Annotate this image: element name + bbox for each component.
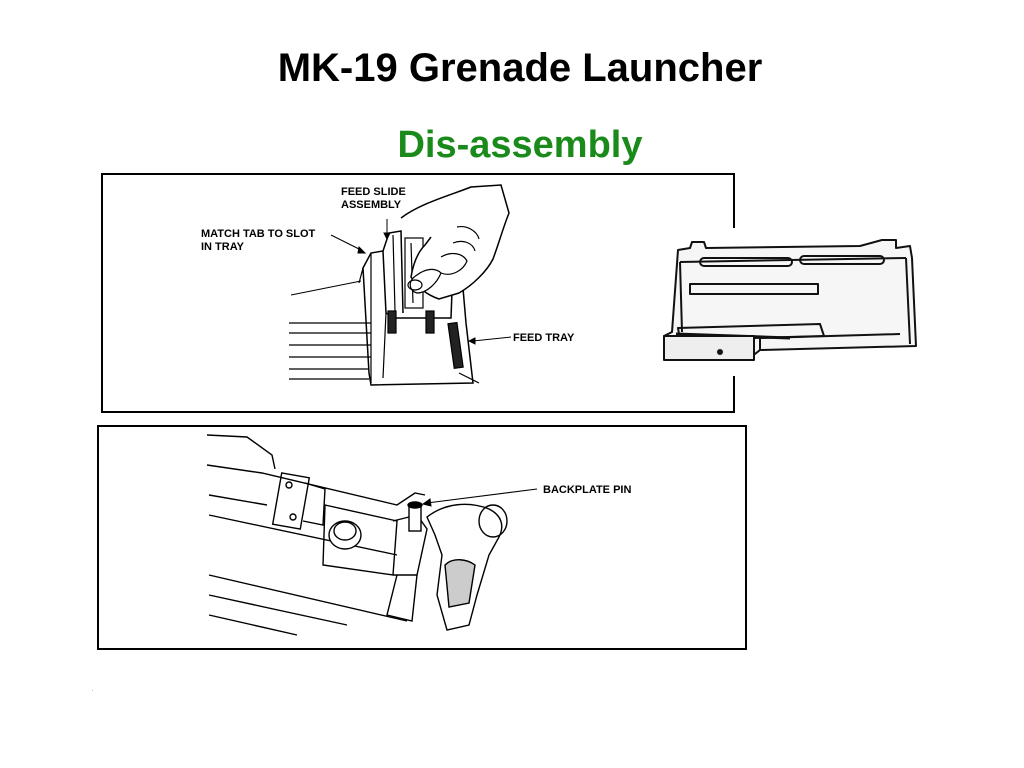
slide-subtitle: Dis-assembly (397, 124, 643, 166)
match-tab-label-line2: IN TRAY (201, 241, 245, 253)
stray-mark (92, 690, 93, 691)
feed-slide-label-line1: FEED SLIDE (341, 186, 406, 198)
backplate-pin-label: BACKPLATE PIN (543, 484, 631, 496)
feed-tray-label: FEED TRAY (513, 332, 575, 344)
slide-title: MK-19 Grenade Launcher (277, 46, 763, 90)
feed-slide-label-line2: ASSEMBLY (341, 199, 402, 211)
backplate-pin-diagram: BACKPLATE PIN (97, 425, 747, 650)
feed-tray-illustration (660, 228, 936, 376)
feed-slide-diagram: FEED SLIDE ASSEMBLY MATCH TAB TO SLOT IN… (101, 173, 735, 413)
match-tab-label-line1: MATCH TAB TO SLOT (201, 228, 316, 240)
